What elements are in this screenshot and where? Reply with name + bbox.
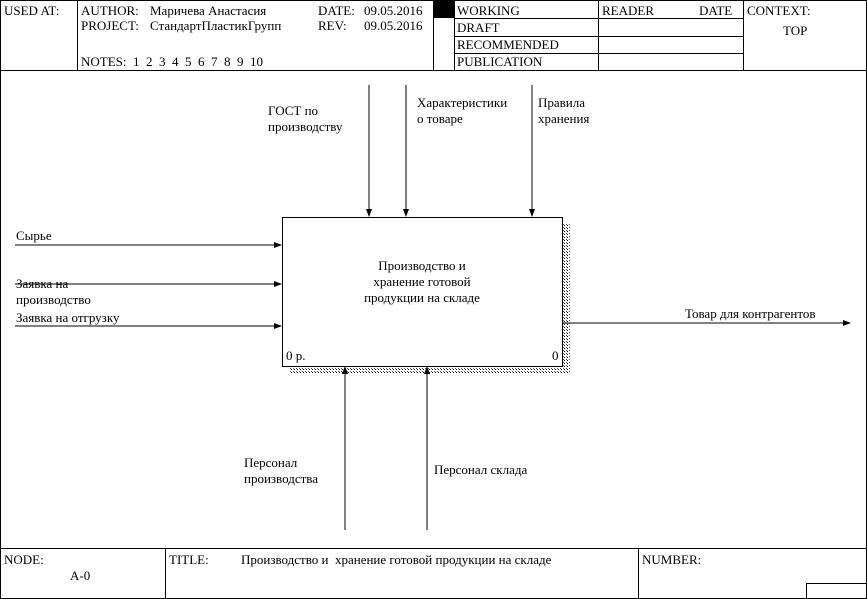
activity-box[interactable] <box>282 217 563 367</box>
status-working: WORKING <box>457 3 520 18</box>
context-value: TOP <box>783 23 808 38</box>
rev-value: 09.05.2016 <box>364 18 423 33</box>
used-at-label: USED AT: <box>4 3 60 18</box>
working-marker <box>434 1 454 18</box>
control-label: Характеристики о товаре <box>417 95 508 126</box>
mechanism-label: Персонал склада <box>434 462 528 477</box>
number-label: NUMBER: <box>642 552 702 567</box>
control-label: ГОСТ по производству <box>268 103 343 134</box>
activity-label: Производство и хранение готовой продукци… <box>364 258 480 305</box>
notes: NOTES: 1 2 3 4 5 6 7 8 9 10 <box>81 54 263 69</box>
input-label: Заявка на отгрузку <box>16 310 120 325</box>
node-value: A-0 <box>70 568 91 583</box>
date-value: 09.05.2016 <box>364 3 423 18</box>
reader-date-label: DATE <box>699 3 733 18</box>
rev-label: REV: <box>318 18 347 33</box>
output-label: Товар для контрагентов <box>685 306 816 321</box>
context-label: CONTEXT: <box>747 3 811 18</box>
author-value: Маричева Анастасия <box>150 3 267 18</box>
author-label: AUTHOR: <box>81 3 139 18</box>
input-label: Сырье <box>16 228 52 243</box>
title-label: TITLE: <box>169 552 209 567</box>
activity-number: 0 <box>552 348 559 363</box>
project-label: PROJECT: <box>81 18 139 33</box>
input-label: Заявка на производство <box>16 276 91 307</box>
date-label: DATE: <box>318 3 355 18</box>
control-label: Правила хранения <box>538 95 590 126</box>
project-value: СтандартПластикГрупп <box>150 18 282 33</box>
title-value: Производство и хранение готовой продукци… <box>241 552 552 567</box>
reader-label: READER <box>602 3 654 18</box>
status-draft: DRAFT <box>457 20 500 35</box>
activity-cost: 0 р. <box>286 348 306 363</box>
status-publication: PUBLICATION <box>457 54 543 69</box>
node-label: NODE: <box>4 552 44 567</box>
status-recommended: RECOMMENDED <box>457 37 559 52</box>
mechanism-label: Персонал производства <box>244 455 319 486</box>
